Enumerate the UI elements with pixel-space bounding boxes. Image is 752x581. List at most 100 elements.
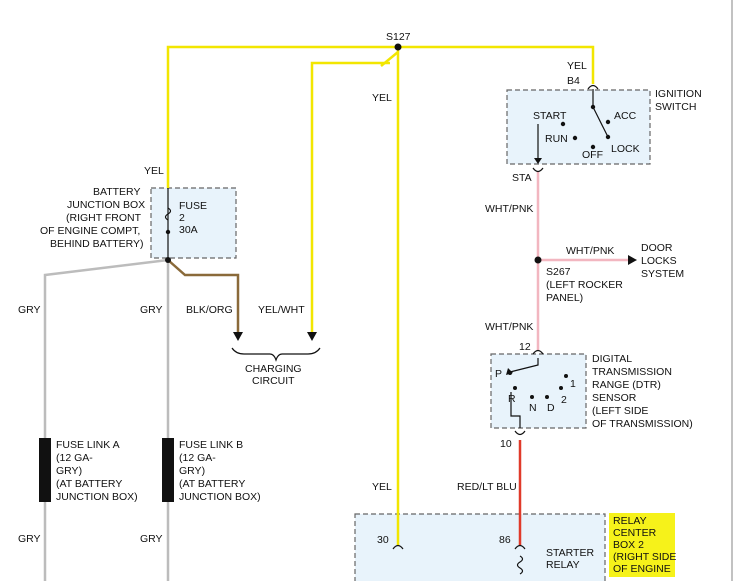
bjb-label-3: (RIGHT FRONT — [66, 212, 142, 224]
charging-circuit-label-2: CIRCUIT — [252, 375, 295, 387]
wire-gry-label-4: GRY — [140, 533, 163, 545]
bjb-label-2: JUNCTION BOX — [67, 199, 145, 211]
wire-yel-fuse — [166, 45, 398, 188]
relay-center-highlight — [609, 513, 675, 577]
charging-circuit-label-1: CHARGING — [245, 363, 302, 375]
connector-b4 — [587, 84, 599, 90]
dtr-label-5: (LEFT SIDE — [592, 405, 648, 417]
connector-dtr-12 — [532, 349, 544, 355]
connector-relay-30 — [392, 544, 404, 550]
fuse-label-2: 2 — [179, 212, 185, 224]
fuse-link-b-bar — [162, 438, 174, 502]
fuse-symbol — [164, 207, 172, 221]
dtr-label-3: RANGE (DTR) — [592, 379, 661, 391]
wire-gry-label-2: GRY — [140, 304, 163, 316]
wire-gry-label-3: GRY — [18, 533, 41, 545]
ign-dot-start — [560, 121, 566, 127]
dtr-label-6: OF TRANSMISSION) — [592, 418, 693, 430]
relay-center-label-3: BOX 2 — [613, 539, 644, 551]
relay-center-label-4: (RIGHT SIDE — [613, 551, 676, 563]
connector-sta — [532, 167, 544, 173]
dtr-dot-r — [513, 386, 517, 390]
dtr-label-4: SENSOR — [592, 392, 637, 404]
dtr-dot-2 — [559, 386, 563, 390]
wire-yel-slash — [380, 51, 399, 67]
wire-yel-wht-label: YEL/WHT — [258, 304, 305, 316]
bjb-label-4: OF ENGINE COMPT, — [40, 225, 140, 237]
relay-coil — [516, 555, 524, 575]
splice-s267-dot — [534, 256, 542, 264]
ign-dot-pivot — [590, 104, 596, 110]
dtr-label-1: DIGITAL — [592, 353, 632, 365]
wire-gry-label-1: GRY — [18, 304, 41, 316]
dtr-sensor-box — [490, 353, 587, 429]
dtr-pos-d: D — [547, 402, 555, 414]
charging-circuit-brace — [231, 347, 321, 362]
dtr-dot-n — [530, 395, 534, 399]
ignition-pin-b4: B4 — [567, 75, 580, 87]
fuse-label-3: 30A — [179, 224, 198, 236]
ign-sta-arrow — [534, 158, 542, 164]
fuse-link-b-3: GRY) — [179, 465, 205, 477]
arrow-blk-org — [233, 332, 243, 341]
fuse-link-a-5: JUNCTION BOX) — [56, 491, 138, 503]
ignition-switch-label-2: SWITCH — [655, 101, 696, 113]
fuse-link-a-2: (12 GA- — [56, 452, 93, 464]
splice-s267-label-3: PANEL) — [546, 292, 583, 304]
bjb-label-1: BATTERY — [93, 186, 140, 198]
fuse-label-1: FUSE — [179, 200, 207, 212]
bjb-label-5: BEHIND BATTERY) — [50, 238, 144, 250]
dtr-label-2: TRANSMISSION — [592, 366, 672, 378]
door-locks-label-2: LOCKS — [641, 255, 677, 267]
door-locks-label-3: SYSTEM — [641, 268, 684, 280]
splice-s267-label-2: (LEFT ROCKER — [546, 279, 623, 291]
wire-red-lt-blu-label: RED/LT BLU — [457, 481, 517, 493]
relay-center-label-5: OF ENGINE — [613, 563, 671, 575]
ignition-pin-sta: STA — [512, 172, 532, 184]
dtr-pos-n: N — [529, 402, 537, 414]
relay-center-label-2: CENTER — [613, 527, 657, 539]
connector-dtr-10 — [514, 430, 526, 436]
relay-pin-30: 30 — [377, 534, 389, 546]
splice-s267-label-1: S267 — [546, 266, 571, 278]
wire-yel-ignition — [398, 45, 595, 84]
fuse-link-a-3: GRY) — [56, 465, 82, 477]
fuse-node-dot — [165, 229, 171, 235]
fuse-link-a-1: FUSE LINK A — [56, 439, 120, 451]
splice-s127-label: S127 — [386, 31, 411, 43]
dtr-output-line — [510, 392, 521, 428]
arrow-door-locks — [628, 255, 637, 265]
fuse-link-a-4: (AT BATTERY — [56, 478, 122, 490]
dtr-pos-1: 1 — [570, 378, 576, 390]
dtr-pin-12: 12 — [519, 341, 531, 353]
fuse-link-a-bar — [39, 438, 51, 502]
fuse-link-b-4: (AT BATTERY — [179, 478, 245, 490]
battery-junction-box — [150, 187, 237, 259]
ign-dot-acc — [605, 119, 611, 125]
relay-center-label-1: RELAY — [613, 515, 647, 527]
relay-pin-86: 86 — [499, 534, 511, 546]
splice-s127-dot — [394, 43, 402, 51]
fuse-bottom-dot — [165, 257, 171, 263]
connector-relay-86 — [514, 544, 526, 550]
wire-wht-pnk-label-2: WHT/PNK — [566, 245, 614, 257]
wire-gry-a — [43, 258, 169, 440]
wire-blk-org — [167, 259, 240, 335]
relay-center-box — [354, 513, 606, 581]
wire-blk-org-label: BLK/ORG — [186, 304, 233, 316]
starter-relay-label-2: RELAY — [546, 559, 580, 571]
dtr-pin-10: 10 — [500, 438, 512, 450]
dtr-dot-p — [508, 371, 512, 375]
ign-pos-run: RUN — [545, 133, 568, 145]
wire-yel-label-low: YEL — [372, 481, 392, 493]
ignition-switch-label-1: IGNITION — [655, 88, 702, 100]
ign-pos-off: OFF — [582, 149, 603, 161]
wire-yel-label-mid: YEL — [372, 92, 392, 104]
ign-wiper — [592, 106, 609, 138]
dtr-dot-d — [545, 395, 549, 399]
wire-wht-pnk-label-1: WHT/PNK — [485, 203, 533, 215]
dtr-pos-2: 2 — [561, 394, 567, 406]
ign-dot-off — [590, 144, 596, 150]
ign-pos-lock: LOCK — [611, 143, 640, 155]
